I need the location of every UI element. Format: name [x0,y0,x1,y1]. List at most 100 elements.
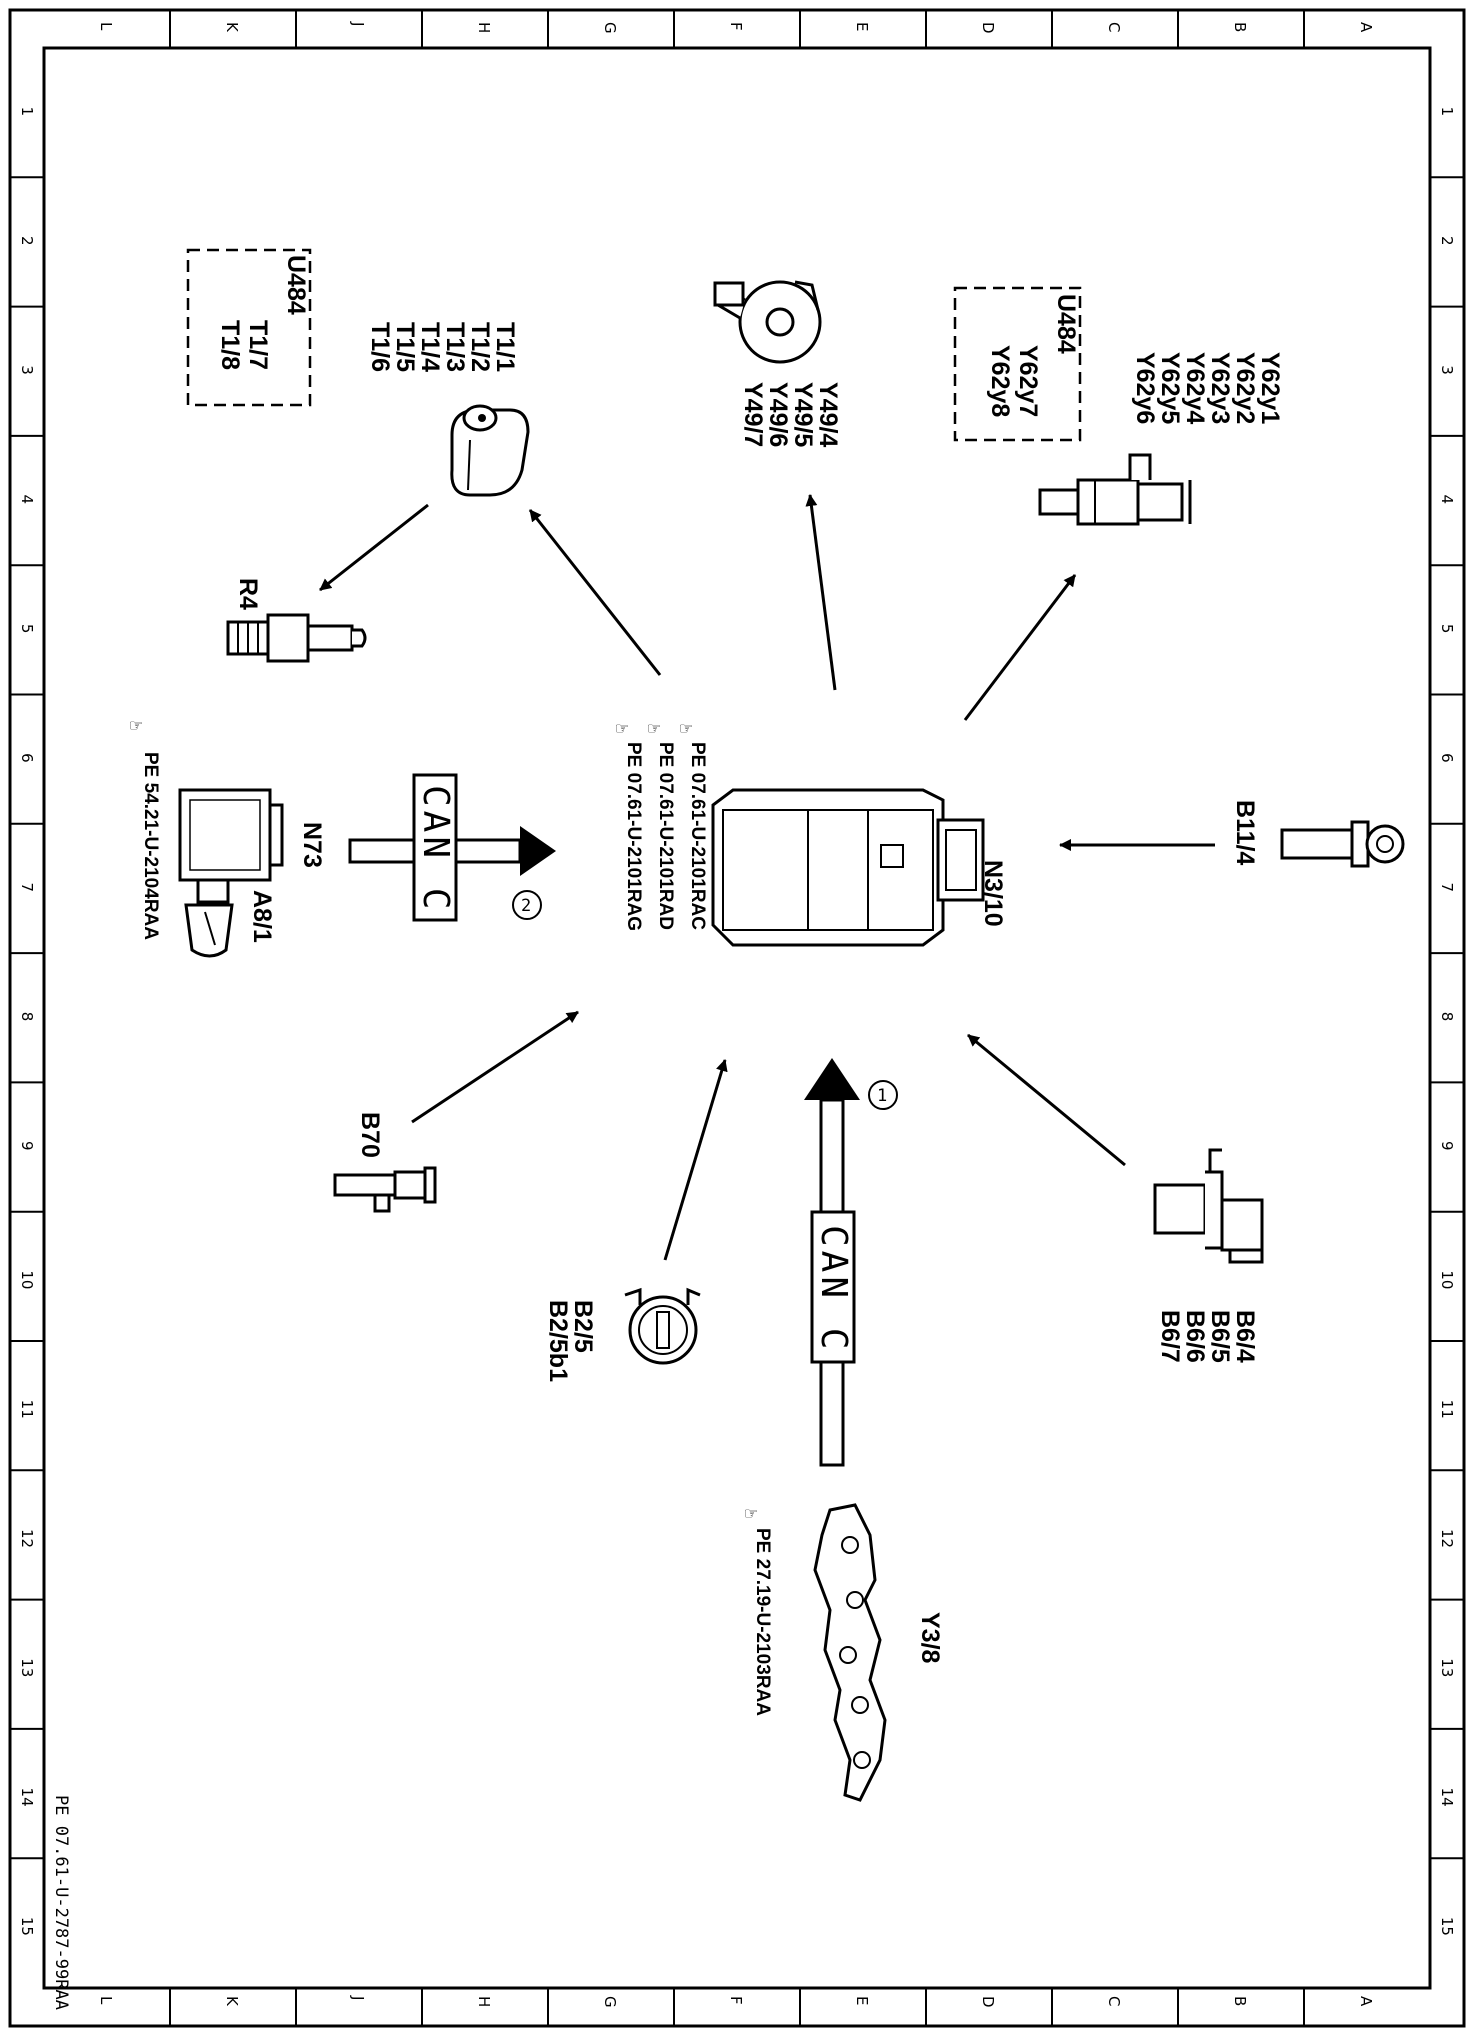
grid-col-label-top: J [349,21,367,26]
b70-sensor-icon[interactable] [333,1166,437,1213]
grid-row-label-left: 14 [18,1788,36,1807]
marker-circle-2 [512,890,542,920]
cam-sensor-label-b6-4: B6/4 [1231,1310,1259,1363]
grid-row-label-left: 13 [18,1658,36,1677]
document-id: PE 07.61-U-2787-99RAA [51,1795,71,2010]
grid-col-label-bottom: D [979,1996,997,2008]
grid-row-label-right: 13 [1438,1658,1456,1677]
coil-label-t1-5: T1/5 [391,322,419,372]
grid-col-label-top: D [979,22,997,34]
grid-col-label-bottom: E [853,1996,871,2005]
transmission-control-icon[interactable] [813,1503,887,1802]
reference-hand-icon: ☞ [130,713,142,737]
n73-label: N73 [298,822,326,868]
grid-col-label-top: E [853,22,871,31]
grid-row-label-left: 8 [18,1012,36,1022]
camshaft-adjuster-labels: Y49/4 Y49/5 Y49/6 Y49/7 [739,382,842,447]
injector-label-y62y1: Y62y1 [1256,352,1284,424]
grid-col-label-top: H [475,22,493,33]
ignition-coil-labels: T1/1 T1/2 T1/3 T1/4 T1/5 T1/6 [366,322,519,372]
grid-row-label-left: 12 [18,1529,36,1548]
coolant-sensor-icon[interactable] [624,1287,701,1365]
ecu-ref-2: PE 07.61-U-2101RAD [655,742,676,930]
grid-row-label-right: 3 [1438,365,1456,375]
crank-sensor-label: B11/4 [1231,800,1259,865]
cam-sensor-label-b6-6: B6/6 [1181,1310,1209,1363]
ignition-switch-icon[interactable] [178,788,284,958]
inner-frame [42,46,1432,1990]
can-bus-1: CAN C 1 [804,1058,898,1467]
marker-circle-1 [868,1080,898,1110]
can-bus-1-marker: 1 [877,1086,887,1106]
grid-row-label-right: 11 [1438,1400,1456,1419]
grid-row-label-right: 4 [1438,495,1456,505]
ecu-ref-hand-icons: ☞ ☞ ☞ [616,716,692,740]
grid-row-label-right: 6 [1438,753,1456,763]
grid-col-label-bottom: J [349,1995,367,2000]
grid-row-label-right: 5 [1438,624,1456,634]
arrow-cam-to-ecu [967,1033,1126,1167]
a8-1-label: A8/1 [248,890,276,943]
ignition-coil-icon[interactable] [450,404,530,497]
grid-row-label-right: 7 [1438,882,1456,892]
arrow-ecu-to-coil [528,509,662,676]
camshaft-sensor-labels: B6/4 B6/5 B6/6 B6/7 [1156,1310,1259,1363]
cam-adjuster-label-3: Y49/6 [764,382,792,447]
grid-row-label-right: 15 [1438,1917,1456,1936]
can-bus-2-marker: 2 [521,896,531,916]
grid-col-label-bottom: G [601,1996,619,2008]
fuel-injector-icon[interactable] [1038,453,1192,526]
u484-coil-label: U484 [282,255,310,315]
coil-label-t1-7: T1/7 [244,320,272,370]
injector-label-y62y4: Y62y4 [1181,352,1209,424]
cam-sensor-label-b6-5: B6/5 [1206,1310,1234,1363]
reference-hand-icon: ☞ [616,716,628,740]
coolant-sensor-labels: B2/5 B2/5b1 [544,1300,597,1382]
grid-row-label-right: 12 [1438,1529,1456,1548]
coil-label-t1-8: T1/8 [216,320,244,370]
grid-col-label-top: B [1231,22,1249,32]
grid-col-label-bottom: H [475,1996,493,2007]
can-bus-2-label: CAN C [415,785,456,913]
injector-label-y62y6: Y62y6 [1131,352,1159,424]
ecu-reference-list: PE 07.61-U-2101RAC PE 07.61-U-2101RAD PE… [623,742,708,931]
injector-label-y62y2: Y62y2 [1231,352,1259,424]
coil-label-t1-4: T1/4 [416,322,444,372]
grid-col-label-bottom: A [1357,1996,1375,2007]
grid-row-label-left: 6 [18,753,36,763]
coil-label-t1-3: T1/3 [441,322,469,372]
grid-ticks [10,10,1464,2026]
ecu-n310-module[interactable] [711,788,985,947]
camshaft-sensor-icon[interactable] [1153,1148,1264,1264]
grid-row-label-right: 8 [1438,1012,1456,1022]
grid-row-label-left: 3 [18,365,36,375]
grid-row-label-left: 9 [18,1141,36,1151]
fuel-injector-labels: Y62y1 Y62y2 Y62y3 Y62y4 Y62y5 Y62y6 [1131,352,1284,424]
reference-hand-icon: ☞ [648,716,660,740]
grid-row-label-right: 9 [1438,1141,1456,1151]
spark-plug-icon[interactable] [226,613,367,663]
grid-row-label-left: 10 [18,1270,36,1289]
grid-row-label-left: 4 [18,495,36,505]
injector-label-y62y7: Y62y7 [1014,345,1042,417]
outer-frame [8,8,1466,2028]
grid-row-label-left: 2 [18,236,36,246]
grid-row-label-left: 11 [18,1400,36,1419]
signal-arrows [319,494,1215,1261]
grid-row-label-left: 15 [18,1917,36,1936]
grid-row-label-left: 1 [18,107,36,117]
grid-row-label-left: 7 [18,882,36,892]
grid-col-label-bottom: F [727,1996,745,2005]
grid-col-label-bottom: B [1231,1996,1249,2006]
grid-col-label-top: C [1105,22,1123,32]
grid-col-label-top: L [97,22,115,31]
camshaft-adjuster-icon[interactable] [713,280,822,364]
u484-injector-label: U484 [1052,294,1080,354]
grid-row-label-right: 10 [1438,1270,1456,1289]
arrow-ecu-to-injector [963,574,1077,721]
cam-adjuster-label-2: Y49/5 [789,382,817,447]
crank-sensor-icon[interactable] [1280,820,1405,868]
can-bus-2: CAN C 2 [348,773,556,922]
spark-plug-label: R4 [234,578,262,610]
